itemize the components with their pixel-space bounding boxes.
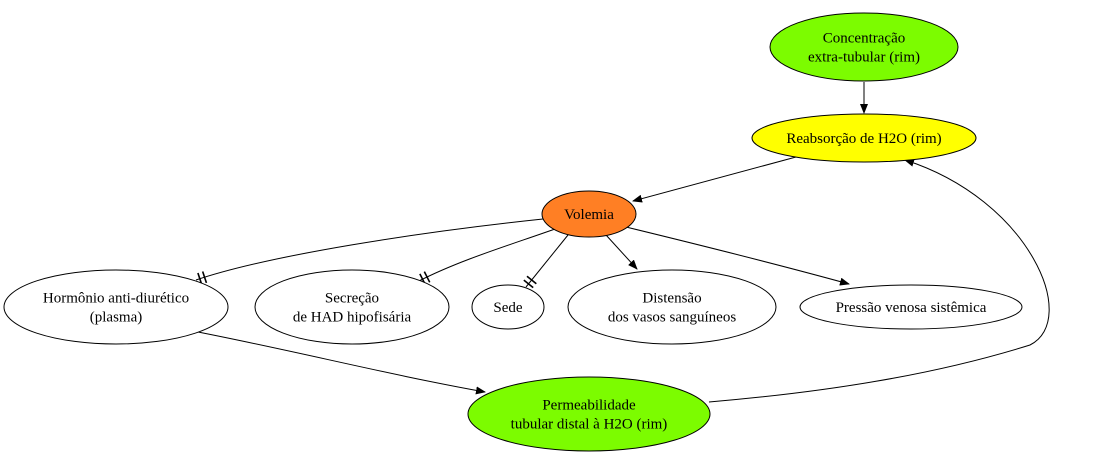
node-secrecao: Secreção de HAD hipofisária <box>254 269 450 345</box>
node-label: extra-tubular (rim) <box>808 50 920 66</box>
node-label: Distensão <box>642 291 701 307</box>
node-label: Pressão venosa sistêmica <box>836 300 987 316</box>
edge-volemia-to-pressao <box>625 226 850 286</box>
node-concentracao: Concentração extra-tubular (rim) <box>769 12 959 82</box>
node-label: (plasma) <box>90 310 142 326</box>
edge-permeabilidade-to-reabsorcao <box>708 158 1050 403</box>
edge-line <box>195 218 544 281</box>
node-pressao: Pressão venosa sistêmica <box>799 284 1023 330</box>
edge-volemia-to-sede <box>523 234 569 289</box>
node-label: de HAD hipofisária <box>293 310 412 326</box>
nodes: Concentração extra-tubular (rim) Reabsorçã… <box>3 12 1023 452</box>
node-label: Permeabilidade <box>542 398 636 414</box>
node-reabsorcao: Reabsorção de H2O (rim) <box>751 113 977 163</box>
node-label: Volemia <box>564 207 614 223</box>
inhibition-tick <box>201 271 208 284</box>
inhibition-tick <box>423 271 431 283</box>
node-label: Concentração <box>823 31 905 47</box>
node-label: Secreção <box>325 291 379 307</box>
node-label: Sede <box>493 300 523 316</box>
edge-reabsorcao-to-volemia <box>632 156 797 203</box>
edge-hormonio-to-permeabilidade <box>197 331 486 395</box>
node-permeabilidade: Permeabilidade tubular distal à H2O (rim) <box>467 376 711 452</box>
node-label: Hormônio anti-diurético <box>43 291 189 307</box>
node-label: Reabsorção de H2O (rim) <box>786 131 941 147</box>
inhibition-tick <box>523 279 534 289</box>
node-ellipse <box>467 376 711 452</box>
edge-volemia-to-distensao <box>605 234 638 270</box>
node-ellipse <box>799 284 1023 330</box>
node-distensao: Distensão dos vasos sanguíneos <box>567 269 777 345</box>
edge-line <box>418 228 556 282</box>
node-ellipse <box>541 190 637 238</box>
node-ellipse <box>3 269 229 345</box>
edge-line <box>605 234 638 270</box>
edge-line <box>632 156 797 203</box>
inhibition-tick <box>526 275 537 285</box>
edge-line <box>197 331 486 395</box>
edge-line <box>525 234 569 288</box>
node-volemia: Volemia <box>541 190 637 238</box>
node-label: dos vasos sanguíneos <box>608 310 736 326</box>
node-ellipse <box>567 269 777 345</box>
node-label: tubular distal à H2O (rim) <box>511 417 668 433</box>
edge-line <box>708 158 1050 403</box>
node-ellipse <box>769 12 959 82</box>
edge-line <box>625 226 850 286</box>
edges <box>195 82 1050 403</box>
node-sede: Sede <box>471 284 545 330</box>
node-ellipse <box>254 269 450 345</box>
node-ellipse <box>751 113 977 163</box>
node-ellipse <box>471 284 545 330</box>
node-hormonio: Hormônio anti-diurético (plasma) <box>3 269 229 345</box>
